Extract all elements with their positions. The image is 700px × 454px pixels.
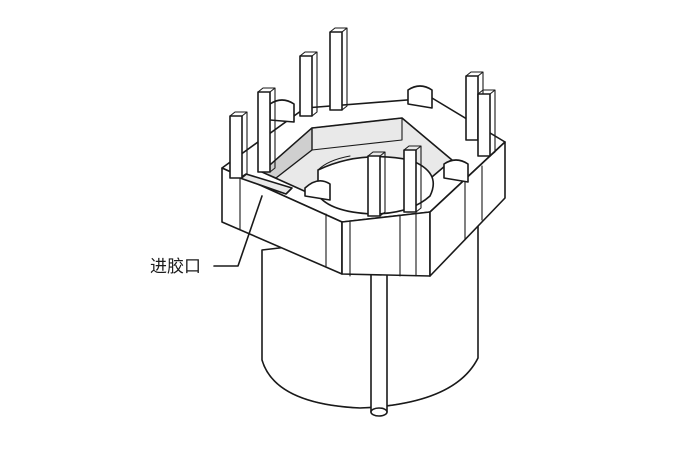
gate-callout: 进胶口 — [150, 195, 263, 277]
flange-notches — [269, 85, 469, 201]
callout-leader-line — [213, 195, 263, 267]
pin — [403, 145, 422, 213]
pin — [477, 89, 496, 157]
pin — [257, 87, 276, 173]
gate-slot — [239, 173, 293, 195]
pin — [229, 111, 248, 179]
pin — [299, 51, 318, 117]
pin — [329, 27, 348, 111]
terminal-pins — [229, 27, 496, 217]
gate-label: 进胶口 — [150, 257, 201, 277]
pin — [367, 151, 386, 217]
center-shaft — [370, 267, 388, 417]
